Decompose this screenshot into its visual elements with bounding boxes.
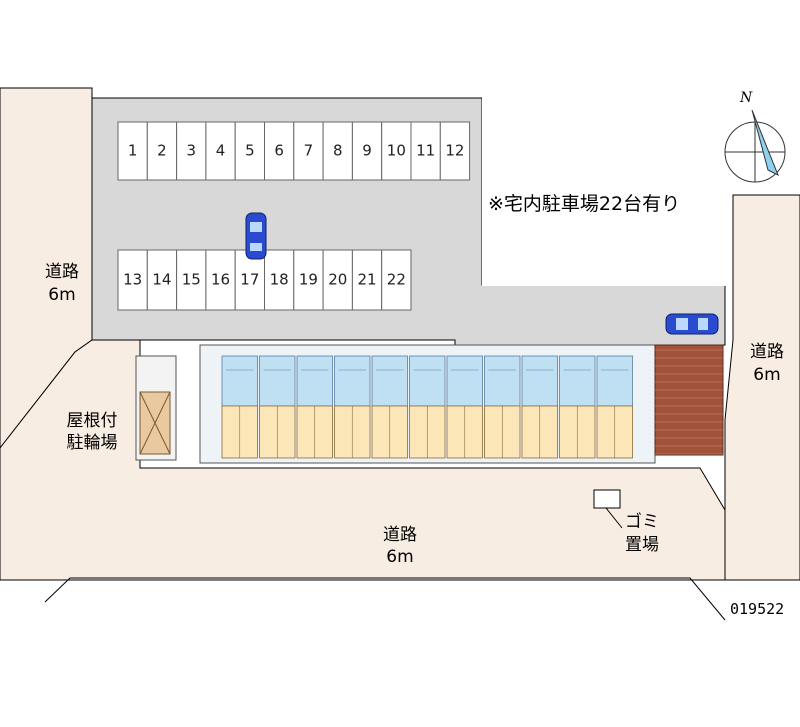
bottom-stall	[293, 249, 324, 311]
bottom-stall	[351, 249, 383, 311]
top-stall	[117, 121, 148, 181]
garbage-area	[593, 489, 621, 509]
road-bottom-edge	[44, 577, 726, 621]
road-bottom-width: 6m	[386, 547, 413, 567]
top-stall	[410, 121, 441, 181]
road-right-label: 道路	[750, 342, 784, 362]
top-stall	[293, 121, 324, 181]
lot-cutout	[482, 96, 730, 286]
unit-upper	[446, 355, 483, 407]
garbage-label-line1: ゴミ	[625, 511, 659, 532]
bicycle-label-line2: 駐輪場	[67, 433, 118, 453]
bottom-stall	[117, 249, 148, 311]
unit-upper	[221, 355, 258, 407]
top-stall	[176, 121, 207, 181]
bottom-stall	[205, 249, 236, 311]
top-stall	[439, 121, 471, 181]
bottom-stall-number: 20	[328, 271, 347, 289]
top-stall-number: 3	[186, 142, 196, 160]
unit-upper	[334, 355, 371, 407]
bottom-stall	[146, 249, 178, 311]
bicycle-parking-shed	[135, 355, 177, 461]
unit-upper	[596, 355, 633, 407]
compass-icon: N	[724, 90, 786, 183]
top-stall	[351, 121, 383, 181]
unit-upper	[371, 355, 408, 407]
bottom-stall-number: 13	[123, 271, 142, 289]
parking-note: ※宅内駐車場22台有り	[488, 193, 680, 215]
bottom-stall	[234, 249, 265, 311]
top-stall-number: 12	[445, 142, 464, 160]
bottom-stall-number: 14	[152, 271, 171, 289]
road-bottom-label: 道路	[383, 525, 417, 545]
bottom-stall	[381, 249, 412, 311]
top-stall-number: 10	[387, 142, 406, 160]
top-stall	[381, 121, 412, 181]
top-stall-number: 8	[333, 142, 343, 160]
road-right-width: 6m	[753, 365, 780, 385]
unit-upper	[296, 355, 333, 407]
road-left-label: 道路	[45, 262, 79, 282]
property-code: 019522	[730, 600, 784, 618]
bottom-stall-number: 19	[299, 271, 318, 289]
bicycle-label-line1: 屋根付	[67, 411, 118, 431]
bottom-stall-number: 17	[240, 271, 259, 289]
top-stall-number: 2	[157, 142, 167, 160]
top-stall-number: 1	[128, 142, 138, 160]
bottom-stall-number: 21	[358, 271, 377, 289]
top-stall	[205, 121, 236, 181]
bottom-stall	[264, 249, 295, 311]
car-icon	[665, 313, 719, 335]
unit-upper	[559, 355, 596, 407]
unit-upper	[409, 355, 446, 407]
unit-upper	[521, 355, 558, 407]
top-stall-number: 11	[416, 142, 435, 160]
top-stall-number: 9	[362, 142, 372, 160]
bottom-stall	[176, 249, 207, 311]
top-stall-number: 6	[274, 142, 284, 160]
top-stall	[322, 121, 353, 181]
road-left-width: 6m	[48, 285, 75, 305]
top-stall	[264, 121, 295, 181]
top-stall-number: 7	[304, 142, 314, 160]
parking-row-bottom: 13 14 15 16 17 18 19 20 21 22	[117, 249, 412, 311]
top-stall-number: 4	[216, 142, 226, 160]
unit-upper	[259, 355, 296, 407]
bottom-stall-number: 22	[387, 271, 406, 289]
apartment-building	[199, 344, 656, 464]
top-stall-number: 5	[245, 142, 255, 160]
road-right	[724, 194, 800, 581]
garbage-leader-line	[605, 507, 623, 529]
bottom-stall-number: 18	[270, 271, 289, 289]
top-stall	[234, 121, 265, 181]
bottom-stall	[322, 249, 353, 311]
garbage-label-line2: 置場	[625, 535, 659, 555]
bottom-stall-number: 16	[211, 271, 230, 289]
bottom-stall-number: 15	[182, 271, 201, 289]
paved-entrance	[654, 344, 724, 456]
compass-north-label: N	[739, 90, 753, 106]
car-icon	[245, 212, 267, 260]
unit-upper	[484, 355, 521, 407]
